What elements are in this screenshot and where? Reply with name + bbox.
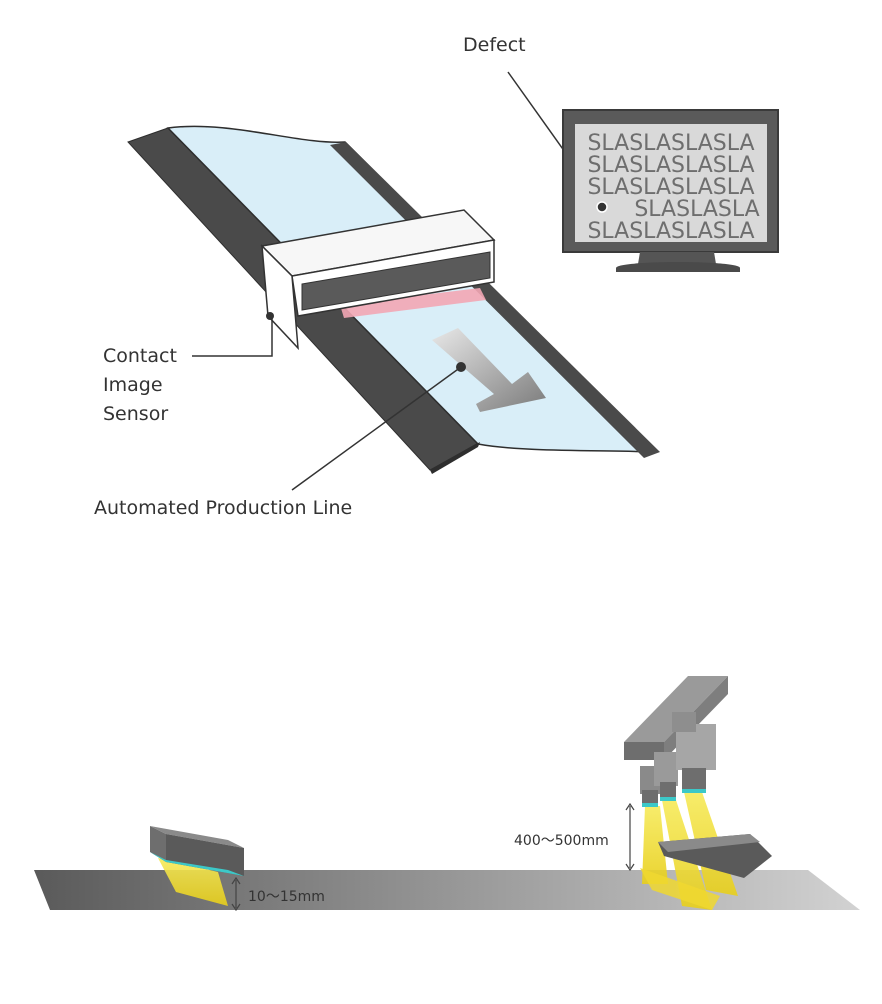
cis-dimension-arrow xyxy=(231,876,241,912)
camera-beam-left xyxy=(642,806,668,884)
cis-label-line3: Sensor xyxy=(103,403,169,425)
camera-distance-label: 400～500mm xyxy=(514,833,609,849)
cis-leader-line xyxy=(192,318,273,357)
camera-rig xyxy=(624,676,772,910)
sensor-light-line xyxy=(340,288,486,318)
production-line-label: Automated Production Line xyxy=(94,497,353,519)
defect-label: Defect xyxy=(463,34,526,56)
cis-distance-label: 10～15mm xyxy=(248,889,325,905)
cis-beam xyxy=(158,858,228,906)
monitor-row-3: SLASLASLASLA xyxy=(587,175,754,200)
contact-image-sensor xyxy=(260,209,496,351)
monitor-row-2: SLASLASLASLA xyxy=(587,153,754,178)
production-line-leader xyxy=(291,366,462,491)
cis-label-line2: Image xyxy=(103,374,163,396)
monitor-row-1: SLASLASLASLA xyxy=(587,131,754,156)
defect-dot xyxy=(596,201,608,213)
monitor-row-5: SLASLASLASLA xyxy=(587,219,754,244)
sensor-callout-dot xyxy=(266,312,274,320)
monitor: SLASLASLASLA SLASLASLASLA SLASLASLASLA S… xyxy=(562,109,779,272)
cis-window xyxy=(150,852,244,876)
cis-label-line1: Contact xyxy=(103,345,177,367)
monitor-row-4: SLASLASLA xyxy=(634,197,759,222)
monitor-stand xyxy=(616,262,740,272)
inspection-floor xyxy=(34,870,860,910)
camera-dimension-arrow xyxy=(625,802,635,872)
direction-arrow xyxy=(432,328,546,412)
cis-bar xyxy=(150,826,244,906)
